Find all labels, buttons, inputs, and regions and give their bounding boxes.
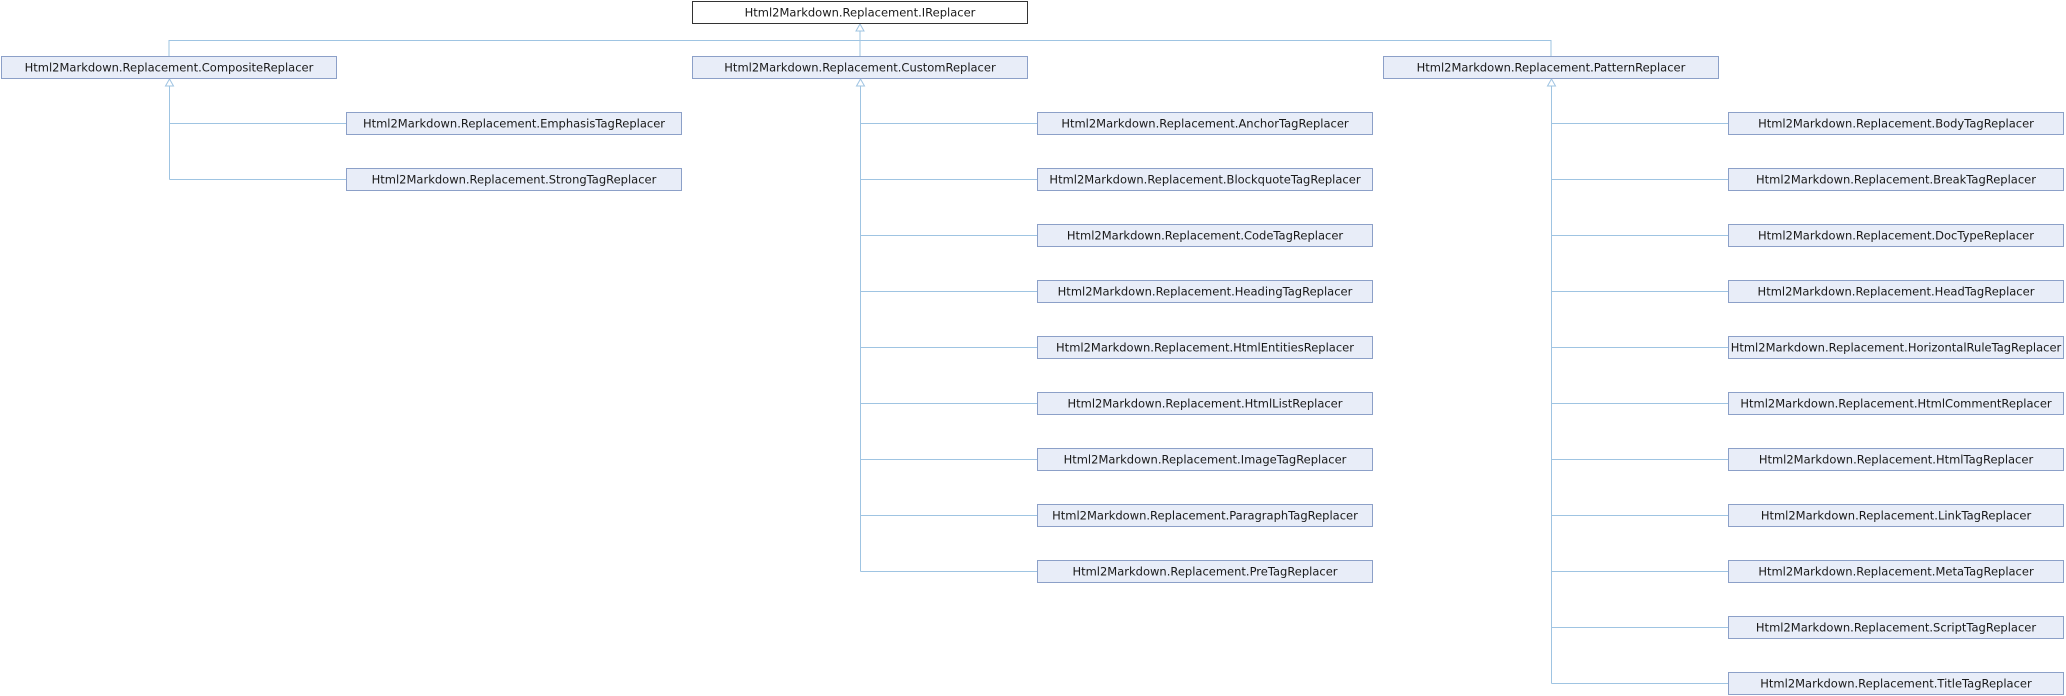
pre-tag-replacer-node-label: Html2Markdown.Replacement.PreTagReplacer: [1072, 565, 1337, 579]
body-tag-replacer-node-box: [1728, 112, 2064, 135]
custom-replacer-node-label: Html2Markdown.Replacement.CustomReplacer: [724, 61, 996, 75]
break-tag-replacer-node-label: Html2Markdown.Replacement.BreakTagReplac…: [1756, 173, 2036, 187]
pattern-replacer-inheritance-arrow: [1546, 77, 1557, 87]
break-tag-replacer-node[interactable]: Html2Markdown.Replacement.BreakTagReplac…: [1728, 168, 2064, 191]
root-class-node-label: Html2Markdown.Replacement.IReplacer: [745, 6, 976, 20]
emphasis-tag-replacer-node-box: [346, 112, 682, 135]
title-tag-replacer-node-label: Html2Markdown.Replacement.TitleTagReplac…: [1760, 677, 2032, 691]
title-tag-replacer-node[interactable]: Html2Markdown.Replacement.TitleTagReplac…: [1728, 672, 2064, 695]
anchor-tag-replacer-node-label: Html2Markdown.Replacement.AnchorTagRepla…: [1061, 117, 1349, 131]
html-comment-replacer-node[interactable]: Html2Markdown.Replacement.HtmlCommentRep…: [1728, 392, 2064, 415]
meta-tag-replacer-node-box: [1728, 560, 2064, 583]
html-entities-replacer-node-box: [1037, 336, 1373, 359]
blockquote-tag-replacer-node-label: Html2Markdown.Replacement.BlockquoteTagR…: [1049, 173, 1360, 187]
title-tag-replacer-node-box: [1728, 672, 2064, 695]
script-tag-replacer-node-box: [1728, 616, 2064, 639]
html-comment-replacer-node-box: [1728, 392, 2064, 415]
inheritance-edges: [164, 22, 1728, 684]
html-list-replacer-node[interactable]: Html2Markdown.Replacement.HtmlListReplac…: [1037, 392, 1373, 415]
composite-replacer-inheritance-arrow: [164, 77, 175, 87]
horizontal-rule-tag-replacer-node-box: [1728, 336, 2064, 359]
doc-type-replacer-node-box: [1728, 224, 2064, 247]
root-inheritance-arrow: [855, 22, 865, 32]
strong-tag-replacer-node-box: [346, 168, 682, 191]
code-tag-replacer-node-box: [1037, 224, 1373, 247]
edge-pattern-replacer-to-root: [860, 40, 1552, 56]
composite-replacer-node-label: Html2Markdown.Replacement.CompositeRepla…: [25, 61, 314, 75]
heading-tag-replacer-node-box: [1037, 280, 1373, 303]
image-tag-replacer-node[interactable]: Html2Markdown.Replacement.ImageTagReplac…: [1037, 448, 1373, 471]
head-tag-replacer-node-box: [1728, 280, 2064, 303]
heading-tag-replacer-node[interactable]: Html2Markdown.Replacement.HeadingTagRepl…: [1037, 280, 1373, 303]
link-tag-replacer-node[interactable]: Html2Markdown.Replacement.LinkTagReplace…: [1728, 504, 2064, 527]
meta-tag-replacer-node[interactable]: Html2Markdown.Replacement.MetaTagReplace…: [1728, 560, 2064, 583]
paragraph-tag-replacer-node-box: [1037, 504, 1373, 527]
html-comment-replacer-node-label: Html2Markdown.Replacement.HtmlCommentRep…: [1740, 397, 2052, 411]
pattern-replacer-node[interactable]: Html2Markdown.Replacement.PatternReplace…: [1383, 56, 1719, 79]
link-tag-replacer-node-label: Html2Markdown.Replacement.LinkTagReplace…: [1761, 509, 2032, 523]
emphasis-tag-replacer-node[interactable]: Html2Markdown.Replacement.EmphasisTagRep…: [346, 112, 682, 135]
code-tag-replacer-node[interactable]: Html2Markdown.Replacement.CodeTagReplace…: [1037, 224, 1373, 247]
body-tag-replacer-node[interactable]: Html2Markdown.Replacement.BodyTagReplace…: [1728, 112, 2064, 135]
pre-tag-replacer-node[interactable]: Html2Markdown.Replacement.PreTagReplacer: [1037, 560, 1373, 583]
composite-replacer-node-box: [1, 56, 337, 79]
html-tag-replacer-node[interactable]: Html2Markdown.Replacement.HtmlTagReplace…: [1728, 448, 2064, 471]
pre-tag-replacer-node-box: [1037, 560, 1373, 583]
pattern-replacer-node-label: Html2Markdown.Replacement.PatternReplace…: [1417, 61, 1686, 75]
anchor-tag-replacer-node[interactable]: Html2Markdown.Replacement.AnchorTagRepla…: [1037, 112, 1373, 135]
doc-type-replacer-node-label: Html2Markdown.Replacement.DocTypeReplace…: [1758, 229, 2034, 243]
html-tag-replacer-node-label: Html2Markdown.Replacement.HtmlTagReplace…: [1759, 453, 2034, 467]
head-tag-replacer-node[interactable]: Html2Markdown.Replacement.HeadTagReplace…: [1728, 280, 2064, 303]
doc-type-replacer-node[interactable]: Html2Markdown.Replacement.DocTypeReplace…: [1728, 224, 2064, 247]
break-tag-replacer-node-box: [1728, 168, 2064, 191]
blockquote-tag-replacer-node[interactable]: Html2Markdown.Replacement.BlockquoteTagR…: [1037, 168, 1373, 191]
meta-tag-replacer-node-label: Html2Markdown.Replacement.MetaTagReplace…: [1758, 565, 2034, 579]
link-tag-replacer-node-box: [1728, 504, 2064, 527]
html-list-replacer-node-label: Html2Markdown.Replacement.HtmlListReplac…: [1067, 397, 1342, 411]
head-tag-replacer-node-label: Html2Markdown.Replacement.HeadTagReplace…: [1758, 285, 2035, 299]
anchor-tag-replacer-node-box: [1037, 112, 1373, 135]
script-tag-replacer-node-label: Html2Markdown.Replacement.ScriptTagRepla…: [1756, 621, 2036, 635]
custom-replacer-node[interactable]: Html2Markdown.Replacement.CustomReplacer: [692, 56, 1028, 79]
strong-tag-replacer-node-label: Html2Markdown.Replacement.StrongTagRepla…: [372, 173, 657, 187]
body-tag-replacer-node-label: Html2Markdown.Replacement.BodyTagReplace…: [1758, 117, 2034, 131]
html-entities-replacer-node-label: Html2Markdown.Replacement.HtmlEntitiesRe…: [1056, 341, 1354, 355]
image-tag-replacer-node-box: [1037, 448, 1373, 471]
root-class-node[interactable]: Html2Markdown.Replacement.IReplacer: [692, 1, 1028, 24]
script-tag-replacer-node[interactable]: Html2Markdown.Replacement.ScriptTagRepla…: [1728, 616, 2064, 639]
html-tag-replacer-node-box: [1728, 448, 2064, 471]
pattern-replacer-node-box: [1383, 56, 1719, 79]
horizontal-rule-tag-replacer-node-label: Html2Markdown.Replacement.HorizontalRule…: [1731, 341, 2062, 355]
paragraph-tag-replacer-node-label: Html2Markdown.Replacement.ParagraphTagRe…: [1052, 509, 1358, 523]
code-tag-replacer-node-label: Html2Markdown.Replacement.CodeTagReplace…: [1067, 229, 1344, 243]
paragraph-tag-replacer-node[interactable]: Html2Markdown.Replacement.ParagraphTagRe…: [1037, 504, 1373, 527]
strong-tag-replacer-node[interactable]: Html2Markdown.Replacement.StrongTagRepla…: [346, 168, 682, 191]
edge-composite-replacer-to-root: [168, 40, 860, 56]
root-class-node-box: [692, 1, 1028, 24]
html-list-replacer-node-box: [1037, 392, 1373, 415]
image-tag-replacer-node-label: Html2Markdown.Replacement.ImageTagReplac…: [1064, 453, 1347, 467]
custom-replacer-inheritance-arrow: [855, 77, 866, 87]
composite-replacer-node[interactable]: Html2Markdown.Replacement.CompositeRepla…: [1, 56, 337, 79]
horizontal-rule-tag-replacer-node[interactable]: Html2Markdown.Replacement.HorizontalRule…: [1728, 336, 2064, 359]
emphasis-tag-replacer-node-label: Html2Markdown.Replacement.EmphasisTagRep…: [363, 117, 665, 131]
custom-replacer-node-box: [692, 56, 1028, 79]
heading-tag-replacer-node-label: Html2Markdown.Replacement.HeadingTagRepl…: [1058, 285, 1353, 299]
html-entities-replacer-node[interactable]: Html2Markdown.Replacement.HtmlEntitiesRe…: [1037, 336, 1373, 359]
blockquote-tag-replacer-node-box: [1037, 168, 1373, 191]
